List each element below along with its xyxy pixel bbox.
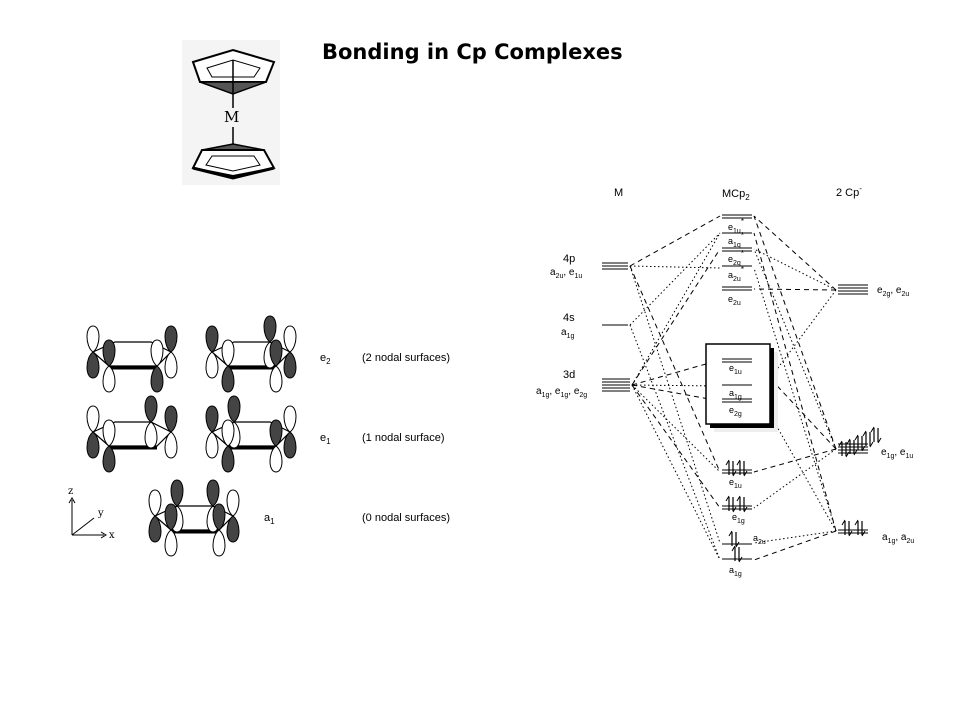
svg-text:e2u: e2u (728, 294, 741, 307)
p-orbital-lobe (170, 479, 184, 507)
p-orbital-lobe (221, 445, 235, 473)
svg-text:e1u*: e1u* (728, 217, 744, 235)
svg-text:a1g: a1g (561, 327, 574, 340)
p-orbital-lobe (86, 325, 100, 353)
mo-diagram: M MCp2 2 Cp- 4p a2u, e1u 4s a1g 3d a1g, … (536, 184, 914, 578)
svg-text:e1u: e1u (729, 477, 742, 490)
p-orbital-lobe (269, 445, 283, 473)
p-orbital-lobe (102, 365, 116, 393)
p-orbital-lobe (226, 515, 240, 543)
p-orbital-lobe (205, 325, 219, 353)
axis-x-label: x (109, 530, 115, 541)
p-orbital-lobe (227, 395, 241, 423)
p-orbital-lobe (269, 365, 283, 393)
nonbonding-d-box: e1u a1g e2g (705, 343, 778, 432)
p-orbital-lobe (164, 529, 178, 557)
p-orbital-lobe (283, 431, 297, 459)
orbital-desc-e2: (2 nodal surfaces) (362, 352, 450, 364)
column-header-2cp: 2 Cp- (836, 184, 862, 199)
column-header-m: M (614, 187, 623, 199)
p-orbital-lobe (164, 351, 178, 379)
p-orbital-lobe (205, 405, 219, 433)
slide-title: Bonding in Cp Complexes (322, 40, 623, 64)
metal-level-4p: 4p a2u, e1u (550, 253, 628, 280)
p-orbital-lobe (148, 515, 162, 543)
orbital-sketch (86, 395, 178, 473)
axis-z-label: z (68, 486, 73, 497)
p-orbital-lobe (269, 419, 283, 447)
orbital-desc-a1: (0 nodal surfaces) (362, 512, 450, 524)
cp-pi-orbital-sketches (86, 315, 297, 557)
p-orbital-lobe (283, 351, 297, 379)
p-orbital-lobe (263, 315, 277, 343)
p-orbital-lobe (212, 529, 226, 557)
p-orbital-lobe (205, 351, 219, 379)
svg-text:a2u, e1u: a2u, e1u (550, 267, 582, 280)
orbital-sketch (205, 395, 297, 473)
axis-y-label: y (97, 508, 104, 519)
p-orbital-lobe (86, 405, 100, 433)
p-orbital-lobe (206, 479, 220, 507)
svg-text:e2g, e2u: e2g, e2u (877, 285, 909, 298)
svg-text:a1g: a1g (729, 388, 742, 401)
p-orbital-lobe (148, 489, 162, 517)
orbital-label-e2: e2 (320, 352, 331, 366)
svg-text:a1g, a2u: a1g, a2u (882, 532, 914, 545)
p-orbital-lobe (86, 351, 100, 379)
p-orbital-lobe (205, 431, 219, 459)
orbital-sketch (86, 325, 178, 393)
mo-levels-bonding: e1u e1g a2u a1g (722, 459, 766, 578)
svg-text:a2u*: a2u* (728, 265, 744, 283)
mo-levels-antibonding: e1u* a1g* e2g* a2u* e2u (722, 214, 752, 307)
svg-text:a1g*: a1g* (728, 231, 744, 249)
p-orbital-lobe (144, 395, 158, 423)
svg-text:a2u: a2u (753, 533, 766, 546)
p-orbital-lobe (144, 421, 158, 449)
svg-text:a1g, e1g, e2g: a1g, e1g, e2g (536, 386, 587, 399)
p-orbital-lobe (102, 419, 116, 447)
p-orbital-lobe (212, 503, 226, 531)
ligand-level-e2g-e2u: e2g, e2u (838, 284, 909, 298)
p-orbital-lobe (226, 489, 240, 517)
p-orbital-lobe (102, 445, 116, 473)
metallocene-structure: M (182, 40, 280, 185)
svg-text:e2g: e2g (729, 405, 742, 418)
orbital-desc-e1: (1 nodal surface) (362, 432, 445, 444)
ligand-level-e1g-e1u: e1g, e1u (838, 426, 913, 460)
svg-text:e1u: e1u (729, 363, 742, 376)
orbital-label-a1: a1 (264, 512, 275, 526)
svg-text:4s: 4s (563, 312, 575, 324)
p-orbital-lobe (221, 339, 235, 367)
p-orbital-lobe (164, 405, 178, 433)
p-orbital-lobe (269, 339, 283, 367)
p-orbital-lobe (221, 419, 235, 447)
svg-text:4p: 4p (563, 253, 575, 265)
p-orbital-lobe (164, 325, 178, 353)
orbital-label-e1: e1 (320, 432, 331, 446)
orbital-sketch (205, 315, 297, 393)
svg-text:e2g*: e2g* (728, 249, 744, 267)
ligand-level-a1g-a2u: a1g, a2u (838, 519, 914, 545)
orbital-sketch (148, 479, 240, 557)
p-orbital-lobe (102, 339, 116, 367)
metal-level-3d: 3d a1g, e1g, e2g (536, 369, 630, 399)
metal-label: M (224, 108, 239, 126)
p-orbital-lobe (164, 503, 178, 531)
svg-text:3d: 3d (563, 369, 575, 381)
svg-text:a1g: a1g (729, 565, 742, 578)
coordinate-axes: z y x (68, 486, 115, 541)
p-orbital-lobe (164, 431, 178, 459)
p-orbital-lobe (150, 365, 164, 393)
p-orbital-lobe (86, 431, 100, 459)
p-orbital-lobe (283, 405, 297, 433)
column-header-mcp2: MCp2 (722, 188, 750, 202)
metal-level-4s: 4s a1g (561, 312, 628, 340)
p-orbital-lobe (283, 325, 297, 353)
svg-text:e1g, e1u: e1g, e1u (881, 447, 913, 460)
p-orbital-lobe (221, 365, 235, 393)
p-orbital-lobe (150, 339, 164, 367)
svg-text:e1g: e1g (732, 512, 745, 525)
